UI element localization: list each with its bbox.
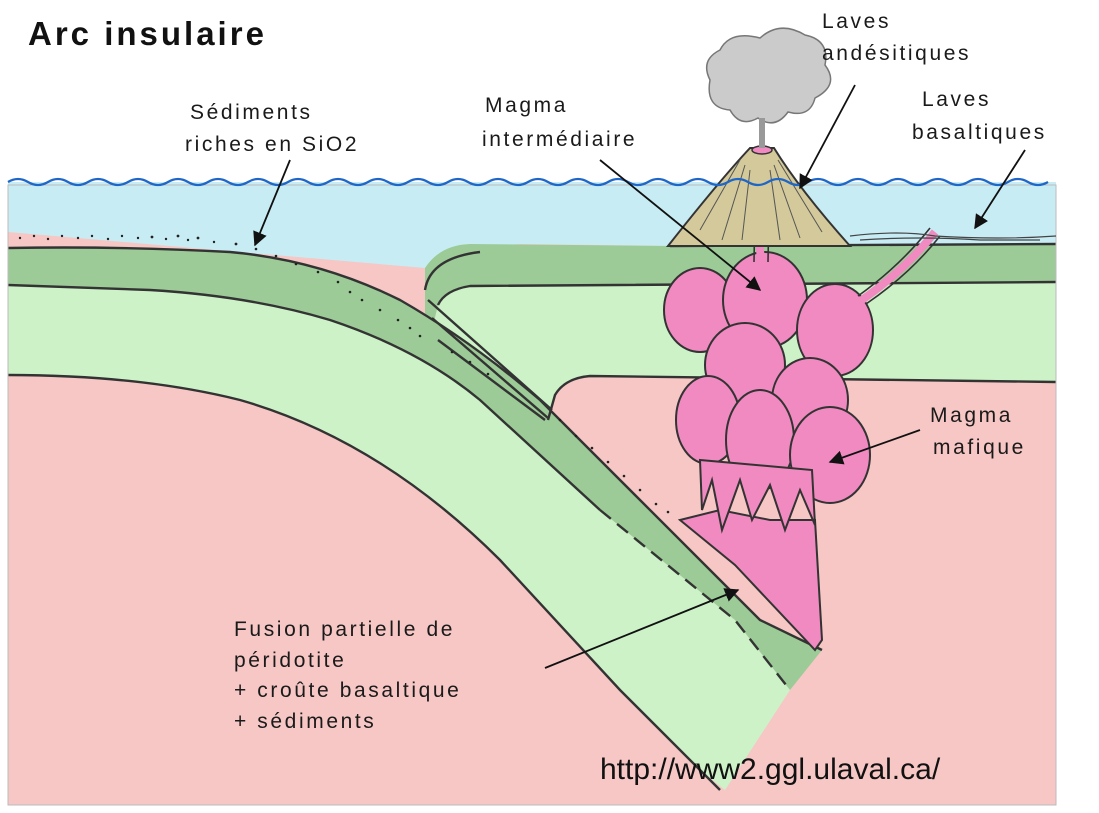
label-line: basaltiques xyxy=(912,121,1047,144)
label-sediments: Sédiments riches en SiO2 xyxy=(185,101,359,156)
label-line: Sédiments xyxy=(190,101,313,124)
label-magma-intermediaire: Magma intermédiaire xyxy=(482,94,637,151)
label-line: péridotite xyxy=(234,649,346,672)
label-line: Laves xyxy=(922,88,991,111)
label-line: andésitiques xyxy=(822,42,971,65)
label-line: riches en SiO2 xyxy=(185,133,359,156)
diagram-title: Arc insulaire xyxy=(28,15,267,52)
label-line: + croûte basaltique xyxy=(234,679,461,702)
label-line: mafique xyxy=(933,436,1026,459)
label-line: Fusion partielle de xyxy=(234,618,455,641)
label-line: Magma xyxy=(485,94,568,117)
label-line: Magma xyxy=(930,404,1013,427)
eruption-cloud xyxy=(707,28,831,123)
label-laves-basaltiques: Laves basaltiques xyxy=(912,88,1047,144)
source-url: http://www2.ggl.ulaval.ca/ xyxy=(600,753,941,786)
label-line: intermédiaire xyxy=(482,128,637,151)
label-laves-andesitiques: Laves andésitiques xyxy=(822,10,971,65)
label-line: + sédiments xyxy=(234,710,376,733)
label-line: Laves xyxy=(822,10,891,33)
